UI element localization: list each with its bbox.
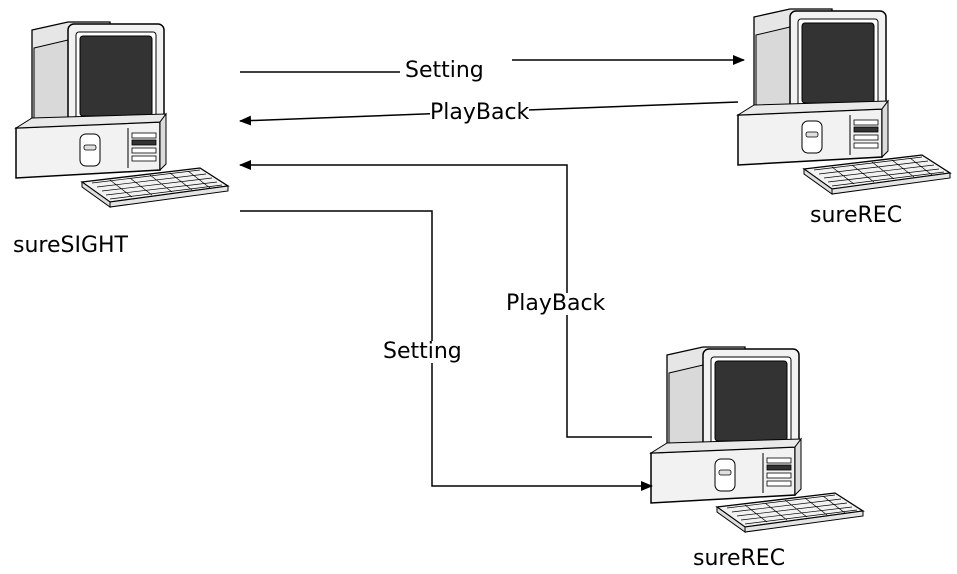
surerec-bottom-computer-icon	[650, 346, 864, 533]
surerec-bottom-label: sureREC	[693, 546, 786, 571]
surerec-top-computer-icon	[737, 8, 951, 195]
setting-top-label: Setting	[405, 58, 484, 83]
suresight-label: sureSIGHT	[13, 233, 128, 258]
suresight-computer-icon	[15, 21, 229, 208]
surerec-top-label: sureREC	[810, 203, 903, 228]
setting-bottom-label: Setting	[383, 339, 462, 364]
playback-top-label: PlayBack	[430, 100, 530, 125]
playback-bottom-label: PlayBack	[506, 291, 606, 316]
